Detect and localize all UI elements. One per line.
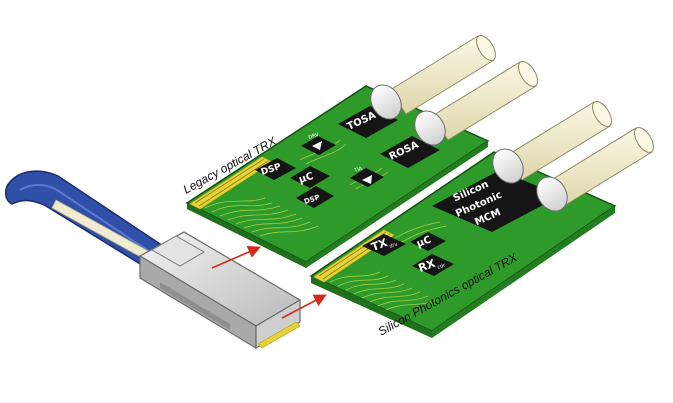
silicon-rx-sub-label: cdr bbox=[437, 262, 447, 271]
silicon-uc-chip: µC bbox=[410, 232, 446, 251]
silicon-pcb-board: Silicon Photonic MCM TX drv µC RX cdr bbox=[309, 101, 655, 338]
legacy-pcb-board: DSP µC DSP DRV TIA TOSA ROSA bbox=[185, 35, 539, 268]
legacy-fiber-1 bbox=[370, 35, 497, 120]
legacy-fiber-2 bbox=[414, 61, 539, 146]
silicon-rx-chip: RX cdr bbox=[412, 254, 454, 276]
legacy-rosa-module: ROSA bbox=[380, 136, 440, 168]
legacy-uc-label: µC bbox=[298, 171, 315, 186]
legacy-dsp-chip-1: DSP bbox=[255, 158, 296, 180]
module-gold-contacts bbox=[257, 321, 301, 349]
silicon-tx-sub-label: drv bbox=[389, 241, 399, 249]
arrow-to-legacy bbox=[211, 245, 261, 269]
silicon-tx-chip: TX drv bbox=[362, 234, 406, 256]
silicon-uc-label: µC bbox=[415, 234, 433, 249]
arrow-to-silicon bbox=[281, 294, 327, 319]
legacy-uc-chip: µC bbox=[290, 166, 330, 188]
legacy-drv-label: DRV bbox=[308, 132, 320, 141]
silicon-fiber-2 bbox=[536, 127, 655, 212]
legacy-tia-chip: TIA bbox=[350, 166, 384, 187]
silicon-traces bbox=[329, 221, 447, 311]
legacy-tia-label: TIA bbox=[353, 166, 364, 175]
silicon-tx-label: TX bbox=[370, 236, 390, 254]
silicon-rx-label: RX bbox=[417, 257, 438, 275]
legacy-drv-chip: DRV bbox=[301, 132, 336, 155]
legacy-dsp-chip-2: DSP bbox=[296, 186, 334, 208]
qsfp-transceiver-module bbox=[5, 170, 302, 350]
silicon-fiber-1 bbox=[492, 101, 613, 184]
